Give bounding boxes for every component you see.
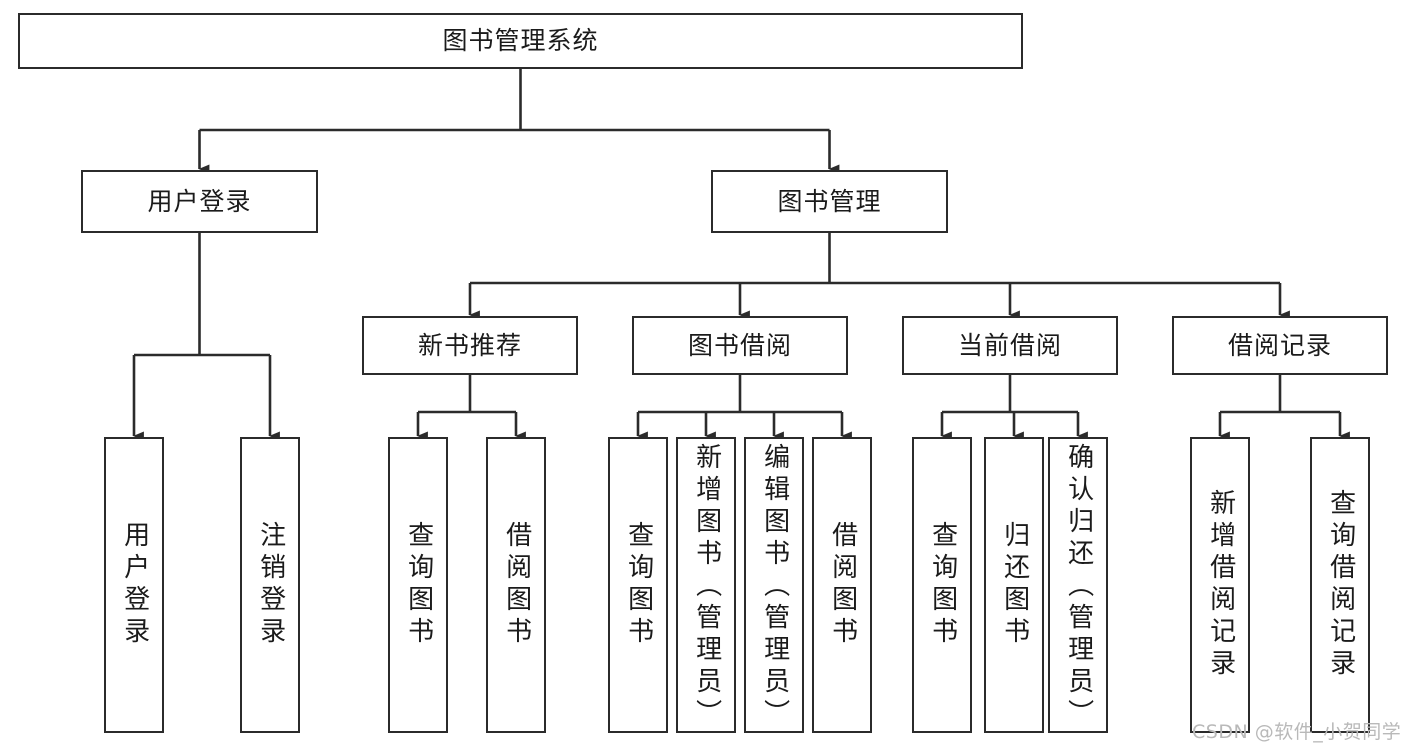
node-root[interactable]: 图书管理系统: [18, 13, 1023, 69]
node-current-borrow[interactable]: 当前借阅: [902, 316, 1118, 375]
leaf-logout-label: 注销登录: [255, 521, 286, 649]
leaf-query-book-b-label: 查询图书: [623, 521, 654, 649]
leaf-borrow-book-a[interactable]: 借阅图书: [486, 437, 546, 733]
leaf-borrow-book-b[interactable]: 借阅图书: [812, 437, 872, 733]
leaf-add-book-label: 新增图书（管理员）: [691, 443, 722, 731]
node-book-borrow[interactable]: 图书借阅: [632, 316, 848, 375]
leaf-confirm-return[interactable]: 确认归还（管理员）: [1048, 437, 1108, 733]
leaf-borrow-book-a-label: 借阅图书: [501, 521, 532, 649]
leaf-add-borrow-record[interactable]: 新增借阅记录: [1190, 437, 1250, 733]
leaf-query-book-c-label: 查询图书: [927, 521, 958, 649]
node-root-label: 图书管理系统: [442, 26, 599, 56]
leaf-return-book-label: 归还图书: [999, 521, 1030, 649]
leaf-query-borrow-record[interactable]: 查询借阅记录: [1310, 437, 1370, 733]
node-new-book-recommend-label: 新书推荐: [417, 330, 522, 360]
leaf-user-login[interactable]: 用户登录: [104, 437, 164, 733]
node-borrow-record[interactable]: 借阅记录: [1172, 316, 1388, 375]
node-book-management[interactable]: 图书管理: [711, 170, 948, 233]
node-user-login-label: 用户登录: [147, 186, 252, 216]
node-current-borrow-label: 当前借阅: [957, 330, 1062, 360]
node-borrow-record-label: 借阅记录: [1227, 330, 1332, 360]
leaf-query-book-b[interactable]: 查询图书: [608, 437, 668, 733]
leaf-borrow-book-b-label: 借阅图书: [827, 521, 858, 649]
leaf-logout[interactable]: 注销登录: [240, 437, 300, 733]
leaf-query-borrow-record-label: 查询借阅记录: [1325, 489, 1356, 681]
leaf-query-book-a-label: 查询图书: [403, 521, 434, 649]
leaf-query-book-c[interactable]: 查询图书: [912, 437, 972, 733]
leaf-edit-book-label: 编辑图书（管理员）: [759, 443, 790, 731]
leaf-return-book[interactable]: 归还图书: [984, 437, 1044, 733]
leaf-query-book-a[interactable]: 查询图书: [388, 437, 448, 733]
node-book-management-label: 图书管理: [777, 186, 882, 216]
leaf-edit-book[interactable]: 编辑图书（管理员）: [744, 437, 804, 733]
node-user-login[interactable]: 用户登录: [81, 170, 318, 233]
node-new-book-recommend[interactable]: 新书推荐: [362, 316, 578, 375]
leaf-confirm-return-label: 确认归还（管理员）: [1063, 443, 1094, 731]
leaf-add-book[interactable]: 新增图书（管理员）: [676, 437, 736, 733]
node-book-borrow-label: 图书借阅: [687, 330, 792, 360]
leaf-user-login-label: 用户登录: [119, 521, 150, 649]
leaf-add-borrow-record-label: 新增借阅记录: [1205, 489, 1236, 681]
